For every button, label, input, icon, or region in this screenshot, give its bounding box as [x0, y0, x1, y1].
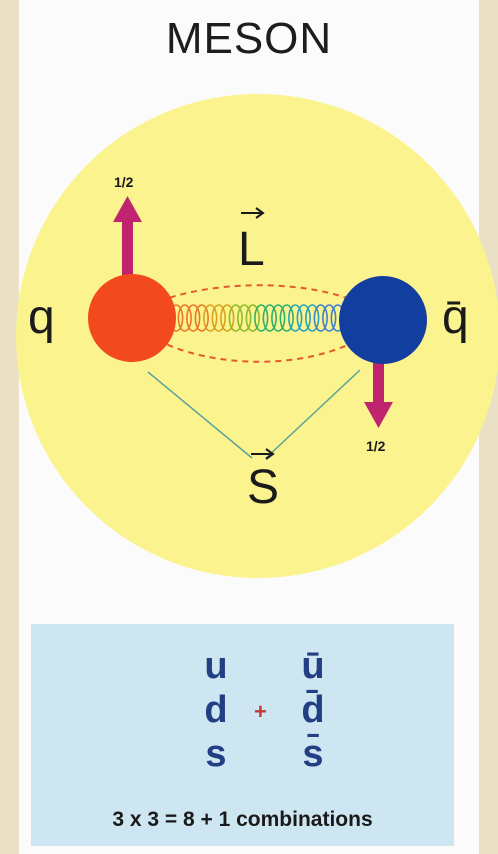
gluon-spring	[169, 304, 345, 332]
spring-coil	[262, 304, 277, 332]
antiquark-column: ū d̄ s̄	[293, 644, 333, 776]
spin-line-right	[265, 369, 361, 459]
vector-arrow-L	[241, 207, 265, 219]
spring-coil	[177, 304, 192, 332]
quark-ball	[88, 274, 176, 362]
spring-coil	[271, 304, 286, 332]
spin-arrow-right-head	[364, 402, 393, 428]
spin-label-left: 1/2	[114, 174, 134, 190]
spring-coil	[237, 304, 252, 332]
spring-coil	[211, 304, 226, 332]
plus-sign: +	[254, 699, 267, 724]
antiquark-label: q̄	[442, 291, 469, 344]
antiquark-d: d̄	[301, 689, 325, 731]
spring-coil	[322, 304, 337, 332]
string-lower	[129, 321, 383, 363]
spring-coil	[228, 304, 243, 332]
vector-arrow-S	[251, 448, 275, 460]
spring-coil	[296, 304, 311, 332]
combinations-text: 3 x 3 = 8 + 1 combinations	[112, 808, 373, 831]
spring-coil	[313, 304, 328, 332]
spring-coil	[254, 304, 269, 332]
spring-coil	[245, 304, 260, 332]
spring-coil	[279, 304, 294, 332]
spring-coil	[288, 304, 303, 332]
spin-arrow-right-shaft	[373, 350, 384, 404]
orbital-momentum-label: L	[238, 223, 265, 276]
quark-s: s	[205, 733, 227, 775]
spring-coil	[194, 304, 209, 332]
spring-coil	[203, 304, 218, 332]
antiquark-s: s̄	[302, 733, 324, 775]
antiquark-ball	[339, 276, 427, 364]
quark-combinations-box: u d s + ū d̄ s̄ 3 x 3 = 8 + 1 combinatio…	[31, 624, 454, 846]
quark-label: q	[28, 291, 55, 344]
spin-line-left	[147, 371, 253, 459]
quark-u: u	[204, 645, 228, 687]
spring-coil	[305, 304, 320, 332]
spin-momentum-label: S	[247, 461, 280, 514]
antiquark-u: ū	[301, 645, 325, 687]
spring-coil	[220, 304, 235, 332]
spin-arrow-left-head	[113, 196, 142, 222]
quark-column: u d s	[196, 644, 236, 776]
quark-d: d	[204, 689, 228, 731]
diagram-title: MESON	[165, 14, 333, 63]
spring-coil	[186, 304, 201, 332]
spin-label-right: 1/2	[366, 438, 386, 454]
spin-arrow-left-shaft	[122, 220, 133, 278]
